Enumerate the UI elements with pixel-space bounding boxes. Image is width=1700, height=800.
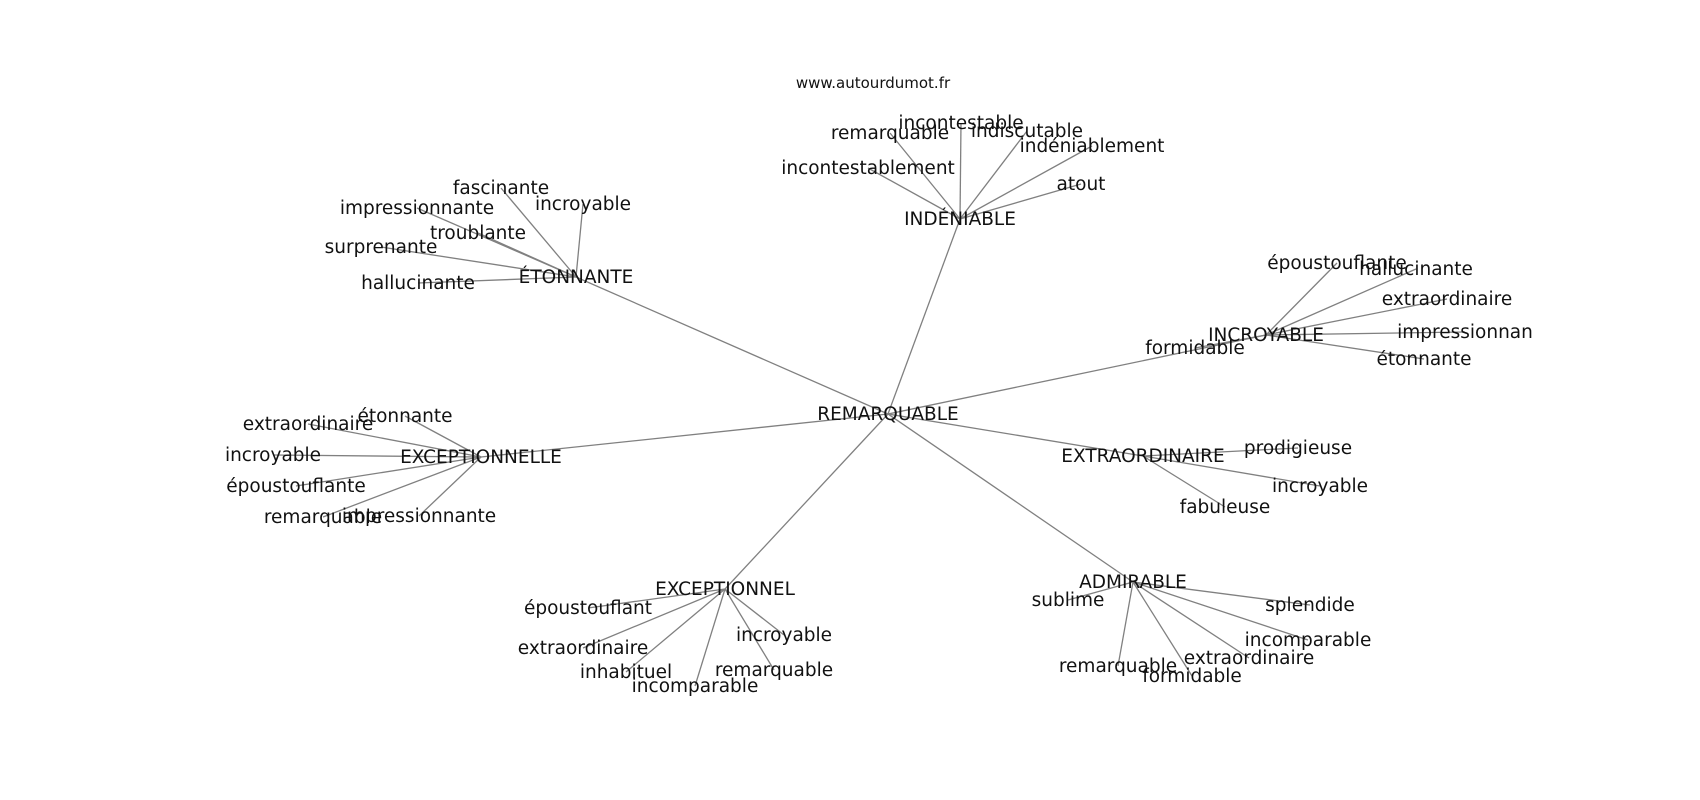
- leaf-node-incroyable[interactable]: incroyable: [1272, 476, 1368, 497]
- leaf-node-remarquable[interactable]: remarquable: [1059, 656, 1177, 677]
- leaf-node-impressionnan[interactable]: impressionnan: [1397, 322, 1533, 343]
- edge-exceptionnel-to-incroyable: [724, 588, 785, 636]
- edge-indeniable-to-remarquable: [889, 132, 961, 220]
- edge-incroyable-to-hallucinante: [1265, 268, 1417, 336]
- edge-exceptionnelle-to-epoustouflante: [295, 456, 482, 487]
- edge-exceptionnelle-to-incroyable: [272, 454, 482, 458]
- leaf-node-remarquable[interactable]: remarquable: [831, 123, 949, 144]
- edge-center-to-admirable: [887, 413, 1134, 583]
- leaf-node-surprenante[interactable]: surprenante: [325, 237, 438, 258]
- edge-exceptionnelle-to-extraordinaire: [307, 423, 482, 458]
- leaf-node-incroyable[interactable]: incroyable: [736, 625, 832, 646]
- leaf-node-impressionnante[interactable]: impressionnante: [340, 198, 494, 219]
- edge-exceptionnel-to-incomparable: [694, 588, 726, 687]
- edge-center-to-extraordinaire: [887, 413, 1144, 457]
- leaf-node-atout[interactable]: atout: [1057, 174, 1106, 195]
- leaf-node-sublime[interactable]: sublime: [1032, 590, 1105, 611]
- leaf-node-epoustouflante[interactable]: époustouflante: [226, 476, 365, 497]
- leaf-node-etonnante[interactable]: étonnante: [357, 406, 452, 427]
- edge-extraordinaire-to-fabuleuse: [1142, 455, 1226, 508]
- hub-node-etonnante[interactable]: ÉTONNANTE: [519, 266, 634, 288]
- edge-exceptionnel-to-epoustouflant: [587, 588, 726, 609]
- edge-center-to-etonnante: [575, 276, 889, 415]
- edge-center-to-incroyable: [887, 334, 1267, 415]
- leaf-node-formidable[interactable]: formidable: [1145, 338, 1245, 359]
- edge-admirable-to-formidable: [1132, 581, 1193, 677]
- leaf-node-etonnante[interactable]: étonnante: [1376, 349, 1471, 370]
- edge-admirable-to-sublime: [1067, 581, 1134, 601]
- edge-incroyable-to-impressionnan: [1265, 331, 1466, 336]
- leaf-node-incontestablement[interactable]: incontestablement: [781, 158, 955, 179]
- edge-indeniable-to-incontestablement: [867, 167, 961, 220]
- leaf-node-extraordinaire[interactable]: extraordinaire: [243, 414, 373, 435]
- leaf-node-incroyable[interactable]: incroyable: [225, 445, 321, 466]
- edge-incroyable-to-formidable: [1194, 334, 1267, 349]
- leaf-node-splendide[interactable]: splendide: [1265, 595, 1355, 616]
- edge-indeniable-to-atout: [959, 183, 1082, 220]
- edge-exceptionnelle-to-remarquable: [322, 456, 482, 518]
- edge-exceptionnel-to-inhabituel: [625, 588, 726, 673]
- leaf-node-hallucinante[interactable]: hallucinante: [1359, 259, 1473, 280]
- leaf-node-indiscutable[interactable]: indiscutable: [971, 121, 1083, 142]
- edge-etonnante-to-surprenante: [380, 246, 577, 278]
- edge-etonnante-to-troublante: [477, 232, 577, 278]
- leaf-node-extraordinaire[interactable]: extraordinaire: [518, 638, 648, 659]
- leaf-node-fabuleuse[interactable]: fabuleuse: [1180, 497, 1271, 518]
- edge-exceptionnel-to-extraordinaire: [582, 588, 726, 649]
- edge-indeniable-to-incontestable: [959, 122, 962, 220]
- edge-center-to-exceptionnelle: [480, 413, 889, 458]
- edge-etonnante-to-fascinante: [500, 187, 577, 278]
- leaf-node-indeniablement[interactable]: indéniablement: [1020, 136, 1165, 157]
- leaf-node-epoustouflant[interactable]: époustouflant: [524, 598, 652, 619]
- edge-admirable-to-remarquable: [1117, 581, 1134, 667]
- center-node[interactable]: REMARQUABLE: [817, 404, 958, 425]
- edge-center-to-indeniable: [887, 218, 961, 415]
- leaf-node-impressionnante[interactable]: impressionnante: [342, 506, 496, 527]
- leaf-node-epoustouflante[interactable]: époustouflante: [1267, 253, 1406, 274]
- edge-indeniable-to-indiscutable: [959, 130, 1028, 220]
- hub-node-exceptionnel[interactable]: EXCEPTIONNEL: [655, 579, 795, 600]
- graph-nodes: REMARQUABLEINDÉNIABLEincontestableremarq…: [225, 113, 1533, 697]
- edge-extraordinaire-to-prodigieuse: [1142, 447, 1299, 457]
- hub-node-exceptionnelle[interactable]: EXCEPTIONNELLE: [400, 447, 562, 468]
- leaf-node-fascinante[interactable]: fascinante: [453, 178, 549, 199]
- edge-exceptionnel-to-remarquable: [724, 588, 775, 671]
- leaf-node-remarquable[interactable]: remarquable: [264, 507, 382, 528]
- edge-admirable-to-splendide: [1132, 581, 1311, 606]
- site-watermark[interactable]: www.autourdumot.fr: [796, 74, 951, 92]
- edge-etonnante-to-incroyable: [575, 203, 584, 278]
- leaf-node-troublante[interactable]: troublante: [430, 223, 526, 244]
- leaf-node-incroyable[interactable]: incroyable: [535, 194, 631, 215]
- leaf-node-hallucinante[interactable]: hallucinante: [361, 273, 475, 294]
- edge-center-to-exceptionnel: [724, 413, 889, 590]
- edge-exceptionnelle-to-etonnante: [404, 415, 482, 458]
- edge-exceptionnelle-to-impressionnante: [418, 456, 482, 517]
- edge-admirable-to-extraordinaire: [1132, 581, 1250, 659]
- leaf-node-prodigieuse[interactable]: prodigieuse: [1244, 438, 1352, 459]
- edge-incroyable-to-epoustouflante: [1265, 262, 1338, 336]
- edge-extraordinaire-to-incroyable: [1142, 455, 1321, 487]
- graph-edges: [272, 122, 1466, 687]
- leaf-node-incomparable[interactable]: incomparable: [1245, 630, 1372, 651]
- hub-node-incroyable[interactable]: INCROYABLE: [1208, 325, 1324, 346]
- edge-indeniable-to-indeniablement: [959, 145, 1093, 220]
- leaf-node-incontestable[interactable]: incontestable: [898, 113, 1023, 134]
- leaf-node-remarquable[interactable]: remarquable: [715, 660, 833, 681]
- hub-node-indeniable[interactable]: INDÉNIABLE: [904, 208, 1016, 230]
- edge-incroyable-to-etonnante: [1265, 334, 1425, 360]
- leaf-node-extraordinaire[interactable]: extraordinaire: [1382, 289, 1512, 310]
- edge-admirable-to-incomparable: [1132, 581, 1309, 641]
- leaf-node-incomparable[interactable]: incomparable: [632, 676, 759, 697]
- hub-node-admirable[interactable]: ADMIRABLE: [1079, 572, 1187, 593]
- leaf-node-inhabituel[interactable]: inhabituel: [580, 662, 672, 683]
- leaf-node-extraordinaire[interactable]: extraordinaire: [1184, 648, 1314, 669]
- edge-incroyable-to-extraordinaire: [1265, 298, 1448, 336]
- hub-node-extraordinaire[interactable]: EXTRAORDINAIRE: [1061, 446, 1224, 467]
- edge-etonnante-to-hallucinante: [417, 276, 577, 284]
- leaf-node-formidable[interactable]: formidable: [1142, 666, 1242, 687]
